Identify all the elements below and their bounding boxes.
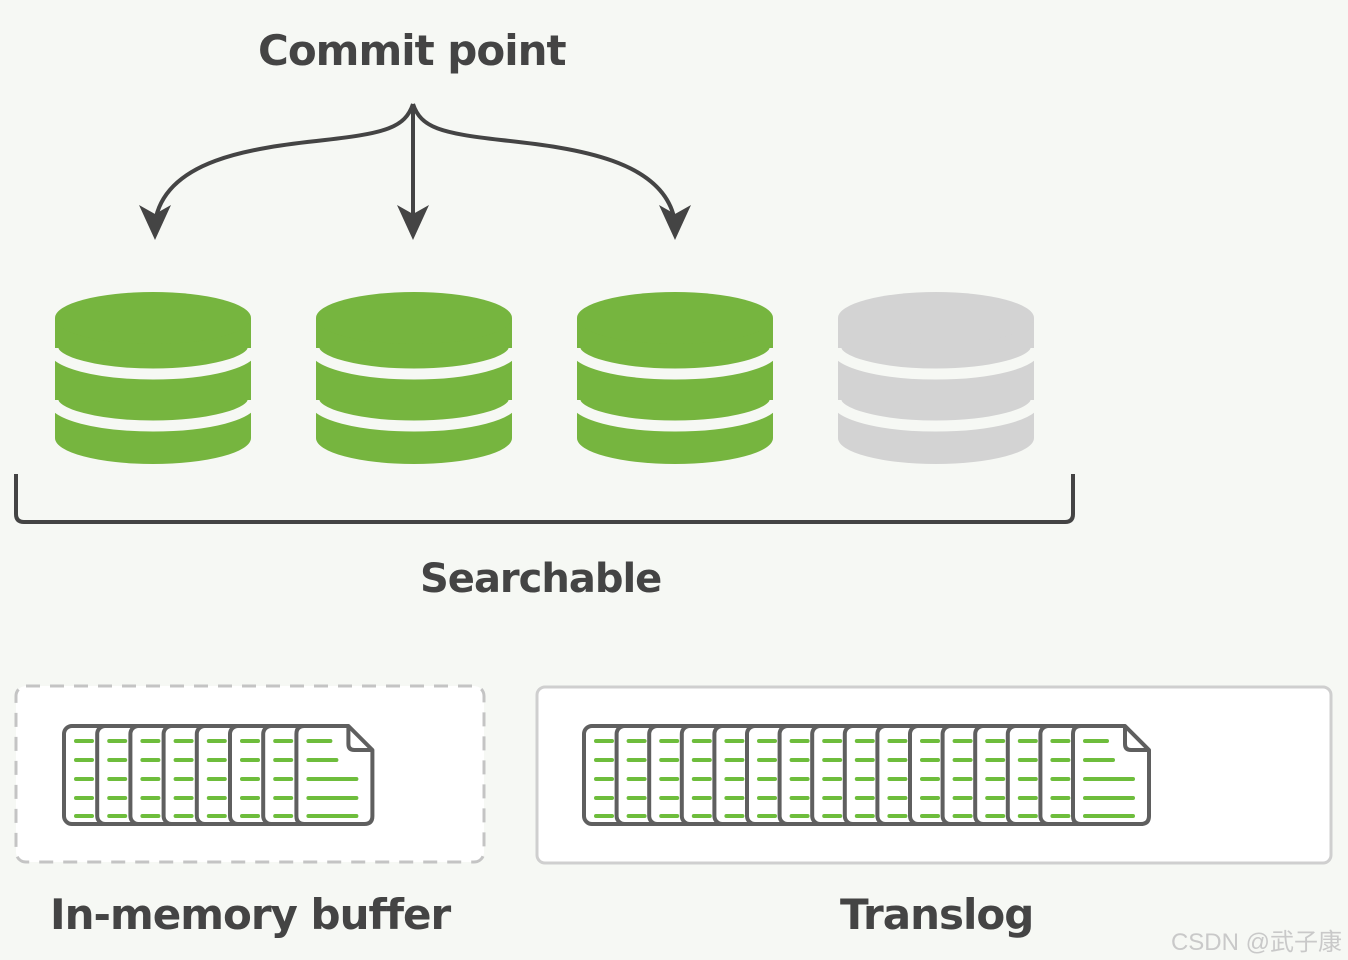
- watermark: CSDN @武子康: [1170, 929, 1342, 956]
- cylinder-separator: [830, 399, 1042, 432]
- buffer-documents: [62, 724, 375, 826]
- cylinder-top: [316, 292, 512, 344]
- cylinder-separator: [569, 347, 781, 380]
- segment-3-database-icon: [569, 292, 781, 464]
- cylinder-separator: [830, 347, 1042, 380]
- searchable-bracket: [14, 474, 1075, 524]
- segments-group: [47, 292, 1042, 464]
- document-front-icon: [294, 724, 375, 826]
- cylinder-top: [838, 292, 1034, 344]
- arrowhead-icon: [139, 205, 171, 240]
- cylinder-separator: [47, 347, 259, 380]
- commit-arrows: [153, 103, 677, 223]
- cylinder-separator: [47, 399, 259, 432]
- in-memory-buffer-label: In-memory buffer: [50, 890, 451, 939]
- translog-label: Translog: [840, 890, 1034, 939]
- segment-1-database-icon: [47, 292, 259, 464]
- arrowheads: [139, 205, 691, 240]
- arrowhead-icon: [659, 205, 691, 240]
- commit-point-label: Commit point: [258, 26, 567, 75]
- cylinder-top: [577, 292, 773, 344]
- segment-4-database-icon: [830, 292, 1042, 464]
- translog-documents: [582, 724, 1151, 826]
- cylinder-separator: [308, 399, 520, 432]
- arrow-to-segment-3: [411, 103, 677, 223]
- arrow-to-segment-1: [153, 103, 415, 223]
- document-front-icon: [1071, 724, 1151, 826]
- searchable-label: Searchable: [420, 556, 662, 602]
- cylinder-top: [55, 292, 251, 344]
- arrowhead-icon: [397, 205, 429, 240]
- document-fold: [346, 726, 373, 752]
- cylinder-separator: [308, 347, 520, 380]
- cylinder-separator: [569, 399, 781, 432]
- segment-2-database-icon: [308, 292, 520, 464]
- document-fold: [1123, 726, 1149, 752]
